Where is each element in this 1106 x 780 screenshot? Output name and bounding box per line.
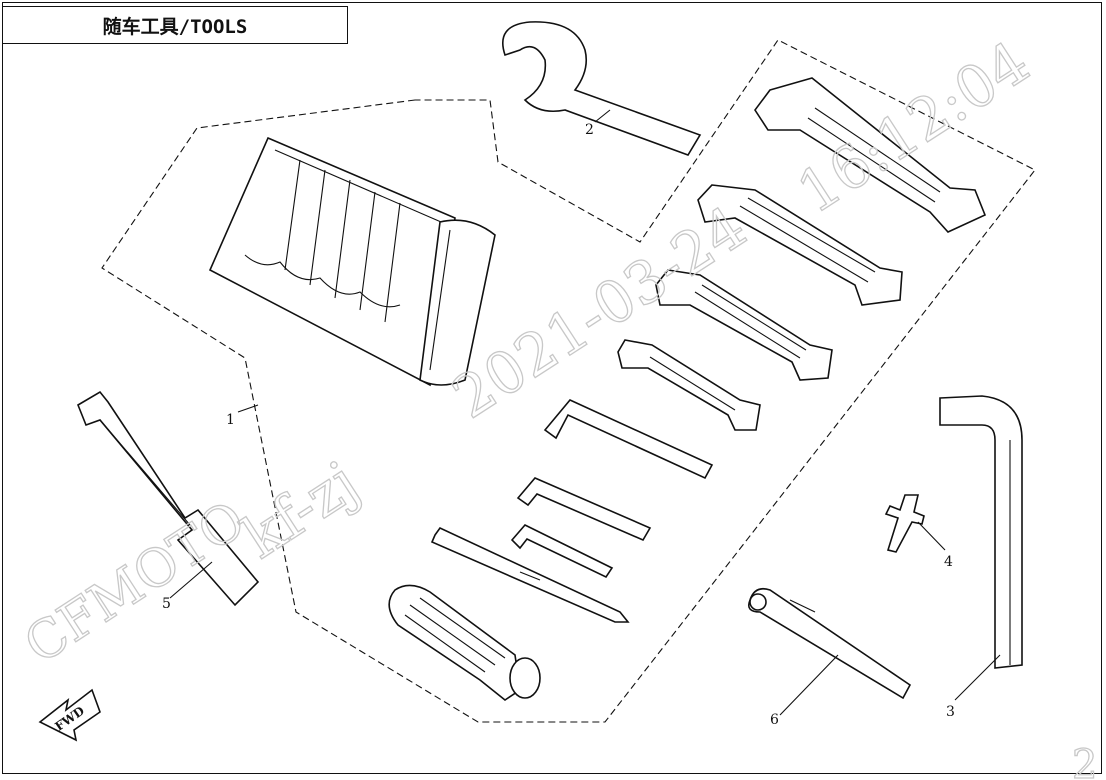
open-wrench-2 — [697, 184, 903, 306]
leader-line-6 — [779, 654, 839, 716]
leader-line-1 — [237, 404, 259, 413]
callout-1: 1 — [226, 412, 235, 428]
open-wrench-4 — [617, 339, 761, 431]
tool-roll — [208, 136, 496, 387]
leader-line-3 — [954, 654, 1001, 701]
cotter-pin — [884, 494, 925, 553]
callout-6: 6 — [770, 712, 779, 728]
leader-line-5 — [169, 561, 213, 599]
watermark-corner: 2 — [1072, 742, 1097, 780]
callout-3: 3 — [946, 704, 955, 720]
leader-line-2 — [594, 109, 611, 123]
extension-bar — [747, 587, 912, 700]
callout-4: 4 — [944, 554, 953, 570]
open-wrench-1 — [754, 77, 987, 233]
tool-kit-group-outline — [101, 39, 1036, 723]
screwdriver-blade — [430, 526, 630, 623]
hex-key-large — [543, 399, 714, 480]
hook-spanner — [502, 21, 702, 156]
fwd-arrow: FWD — [38, 688, 101, 742]
spark-plug-socket — [77, 390, 260, 607]
callout-2: 2 — [585, 122, 594, 138]
hex-key-medium — [516, 477, 652, 542]
page-title: 随车工具/TOOLS — [102, 15, 248, 38]
l-socket-wrench — [939, 395, 1023, 669]
callout-5: 5 — [162, 596, 171, 612]
title-box: 随车工具/TOOLS — [2, 6, 348, 44]
watermark-user: kf-zj — [231, 448, 371, 572]
leader-line-4 — [917, 521, 946, 551]
hex-key-small — [510, 524, 614, 579]
open-wrench-3 — [655, 269, 833, 381]
screwdriver-handle — [388, 584, 541, 701]
